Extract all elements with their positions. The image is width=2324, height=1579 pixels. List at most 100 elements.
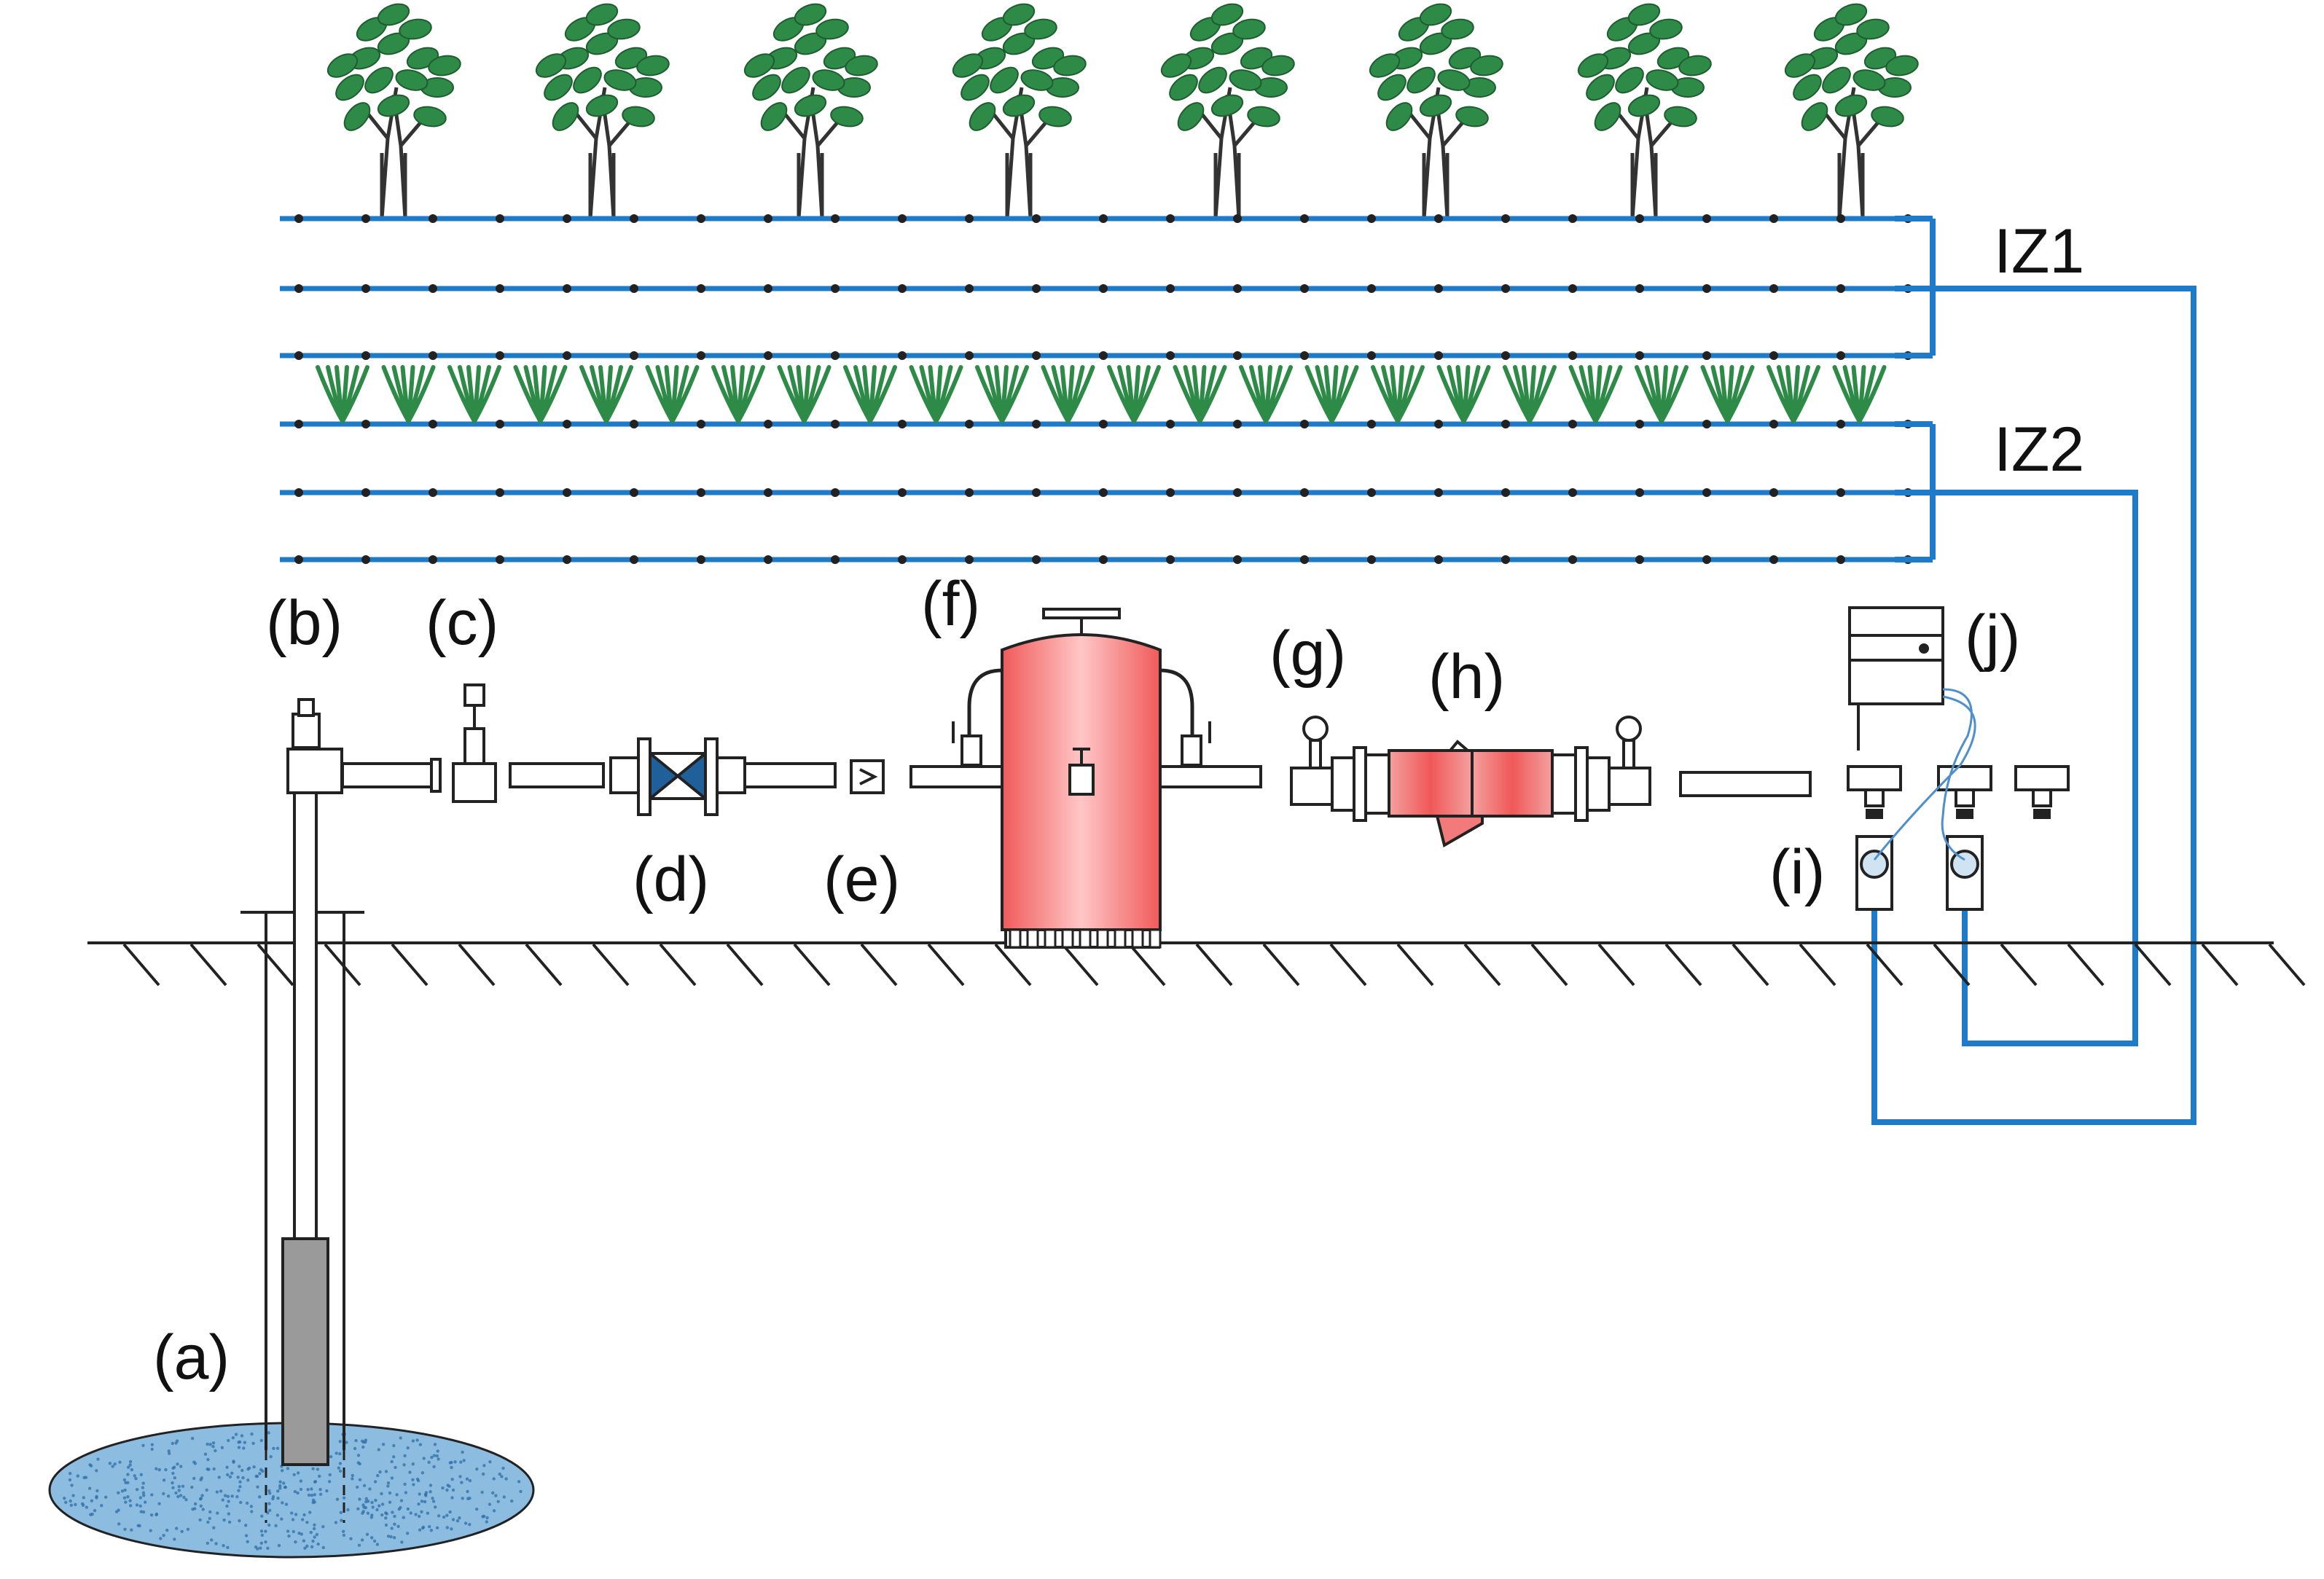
label-d: (d) (633, 845, 709, 914)
label-h: (h) (1428, 642, 1505, 712)
emitter-dot (831, 420, 840, 428)
emitter-dot (630, 351, 638, 360)
emitter-dot (1769, 351, 1778, 360)
tree-icon (1784, 3, 1919, 219)
emitter-dot (1032, 555, 1041, 564)
emitter-dot (1568, 351, 1577, 360)
iz1-manifold-pipe (1895, 216, 1936, 358)
grass-plant-icon (1304, 365, 1359, 423)
emitter-dot (429, 214, 437, 223)
iz2-feed-pipe (1933, 490, 2138, 1046)
emitter-dot (1233, 420, 1242, 428)
emitter-dot (1702, 420, 1711, 428)
emitter-dot (965, 488, 974, 497)
emitter-dot (1300, 351, 1309, 360)
sand-filter-icon (952, 608, 1211, 949)
emitter-dot (1166, 420, 1175, 428)
emitter-dot (294, 420, 303, 428)
emitter-dot (697, 420, 705, 428)
well (48, 764, 535, 1559)
emitter-dot (1635, 555, 1644, 564)
emitter-dot (1434, 284, 1443, 293)
zone-feed-pipes (1871, 216, 2196, 1125)
emitter-dot (1702, 488, 1711, 497)
emitter-dot (965, 214, 974, 223)
emitter-dot (1836, 488, 1845, 497)
tree-icon (326, 3, 461, 219)
emitter-dot (1568, 555, 1577, 564)
emitter-dot (1233, 351, 1242, 360)
tree-icon (1577, 3, 1712, 219)
emitter-dot (1769, 284, 1778, 293)
emitter-dot (1032, 488, 1041, 497)
emitter-dot (697, 284, 705, 293)
emitter-dot (697, 488, 705, 497)
emitter-dot (898, 351, 907, 360)
grass-plant-icon (1700, 365, 1755, 423)
pressure-gauge-valve (1290, 767, 1334, 806)
tree-icon (1160, 3, 1295, 219)
emitter-dot (1367, 555, 1376, 564)
label-i: (i) (1769, 837, 1825, 907)
tree-icon (952, 3, 1087, 219)
solenoid-valve-zone1 (1847, 765, 1902, 911)
grass-plant-icon (1107, 365, 1161, 423)
grass-plant-row (316, 365, 1887, 423)
emitter-dot (1836, 284, 1845, 293)
emitter-dot (697, 555, 705, 564)
emitter-dot (697, 214, 705, 223)
pressure-gauge-icon (1302, 716, 1329, 742)
emitter-dot (361, 351, 370, 360)
emitter-dot (563, 420, 571, 428)
disk-filter-icon (1364, 740, 1577, 848)
emitter-dot (1501, 420, 1510, 428)
grass-plant-icon (777, 365, 832, 423)
grass-plant-icon (909, 365, 963, 423)
emitter-dot (563, 488, 571, 497)
emitter-dot (1300, 420, 1309, 428)
controller-wire (1873, 695, 1976, 861)
solenoid-valve-zone2 (1937, 765, 1992, 911)
emitter-dot (764, 214, 772, 223)
emitter-dot (563, 284, 571, 293)
grass-plant-icon (513, 365, 568, 423)
emitter-dot (831, 555, 840, 564)
emitter-dot (1769, 420, 1778, 428)
label-e: (e) (823, 845, 900, 914)
emitter-dot (1032, 284, 1041, 293)
emitter-dot (361, 284, 370, 293)
emitter-dot (1501, 284, 1510, 293)
emitter-dot (1233, 488, 1242, 497)
emitter-dot (1836, 351, 1845, 360)
emitter-dot (1501, 351, 1510, 360)
emitter-dot (1434, 420, 1443, 428)
emitter-dot (496, 488, 504, 497)
emitter-dot (1300, 555, 1309, 564)
zone-label-iz2: IZ2 (1994, 415, 2084, 485)
emitter-dot (294, 284, 303, 293)
emitter-dot (1769, 214, 1778, 223)
emitter-dot (898, 284, 907, 293)
emitter-dot (496, 214, 504, 223)
emitter-dot (1233, 555, 1242, 564)
emitter-dot (1434, 555, 1443, 564)
emitter-dot (965, 351, 974, 360)
emitter-dot (965, 555, 974, 564)
emitter-dot (764, 555, 772, 564)
grass-plant-icon (1371, 365, 1425, 423)
emitter-dot (1635, 351, 1644, 360)
emitter-dot (429, 488, 437, 497)
emitter-dot (630, 488, 638, 497)
emitter-dot (764, 420, 772, 428)
grass-plant-icon (1041, 365, 1095, 423)
emitter-dot (630, 284, 638, 293)
tree-icon (1369, 3, 1503, 219)
emitter-dot (1166, 351, 1175, 360)
tree-row (326, 3, 1919, 219)
submersible-pump-icon (281, 1237, 329, 1466)
emitter-dot (630, 555, 638, 564)
emitter-dot (831, 214, 840, 223)
emitter-dot (1568, 488, 1577, 497)
emitter-dot (1233, 284, 1242, 293)
emitter-dot (429, 420, 437, 428)
